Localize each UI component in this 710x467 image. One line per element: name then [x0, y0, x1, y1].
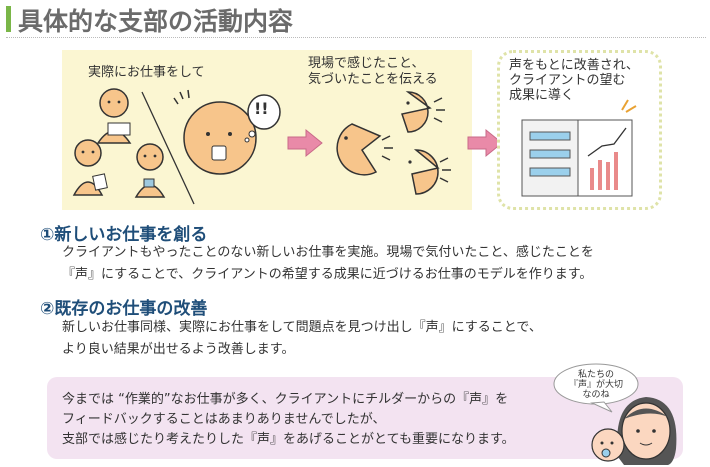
caption-work: 実際にお仕事をして — [88, 65, 205, 80]
speech-bubble-text: 私たちの 『声』が大切 なのね — [558, 370, 634, 400]
arrow-right-icon — [287, 128, 323, 158]
speech-bubble — [553, 363, 639, 413]
section-1-heading: ①新しいお仕事を創る — [40, 225, 208, 245]
note-text: 今までは “作業的”なお仕事が多く、クライアントにチルダーからの『声』を フィー… — [62, 390, 515, 450]
arrow-right-icon — [467, 128, 503, 158]
caption-feedback-line2: 気づいたことを伝える — [308, 72, 438, 87]
caption-result-line2: クライアントの望む — [509, 73, 626, 88]
bubble-line1: 私たちの — [577, 370, 614, 380]
section-2-line1: 新しいお仕事同様、実際にお仕事をして問題点を見つけ出し『声』にすることで、 — [62, 320, 542, 335]
speaking-faces — [336, 91, 451, 195]
improvement-chart-illustration — [521, 99, 637, 197]
mother-and-baby-illustration — [591, 397, 677, 465]
title-divider — [6, 37, 706, 38]
section-2-heading: ②既存のお仕事の改善 — [40, 299, 208, 319]
caption-feedback-line1: 現場で感じたこと、 — [308, 56, 425, 71]
realizing-face — [173, 89, 257, 175]
divider-slash — [141, 91, 195, 205]
bubble-line2: 『声』が大切 — [568, 380, 623, 390]
section-1-line1: クライアントもやったことのない新しいお仕事を実施。現場で気付いたこと、感じたこと… — [62, 245, 594, 260]
note-line3: 支部では感じたり考えたりした『声』をあげることがとても重要になります。 — [62, 432, 515, 447]
page-title: 具体的な支部の活動内容 — [18, 7, 294, 36]
caption-result-line1: 声をもとに改善され、 — [509, 58, 639, 73]
caption-result-line3: 成果に導く — [509, 88, 575, 103]
section-2-line2: より良い結果が出せるよう改善します。 — [62, 342, 295, 357]
workers-illustration — [72, 88, 166, 198]
thought-bubble — [244, 94, 281, 143]
bubble-line3: なのね — [582, 390, 610, 400]
title-accent-bar — [6, 6, 11, 32]
exclamation-mark: !! — [254, 99, 269, 118]
section-1-line2: 『声』にすることで、クライアントの希望する成果に近づけるお仕事のモデルを作ります… — [62, 267, 593, 282]
note-line1: 今までは “作業的”なお仕事が多く、クライアントにチルダーからの『声』を — [62, 392, 509, 407]
note-line2: フィードバックすることはあまりありませんでしたが、 — [62, 412, 386, 427]
